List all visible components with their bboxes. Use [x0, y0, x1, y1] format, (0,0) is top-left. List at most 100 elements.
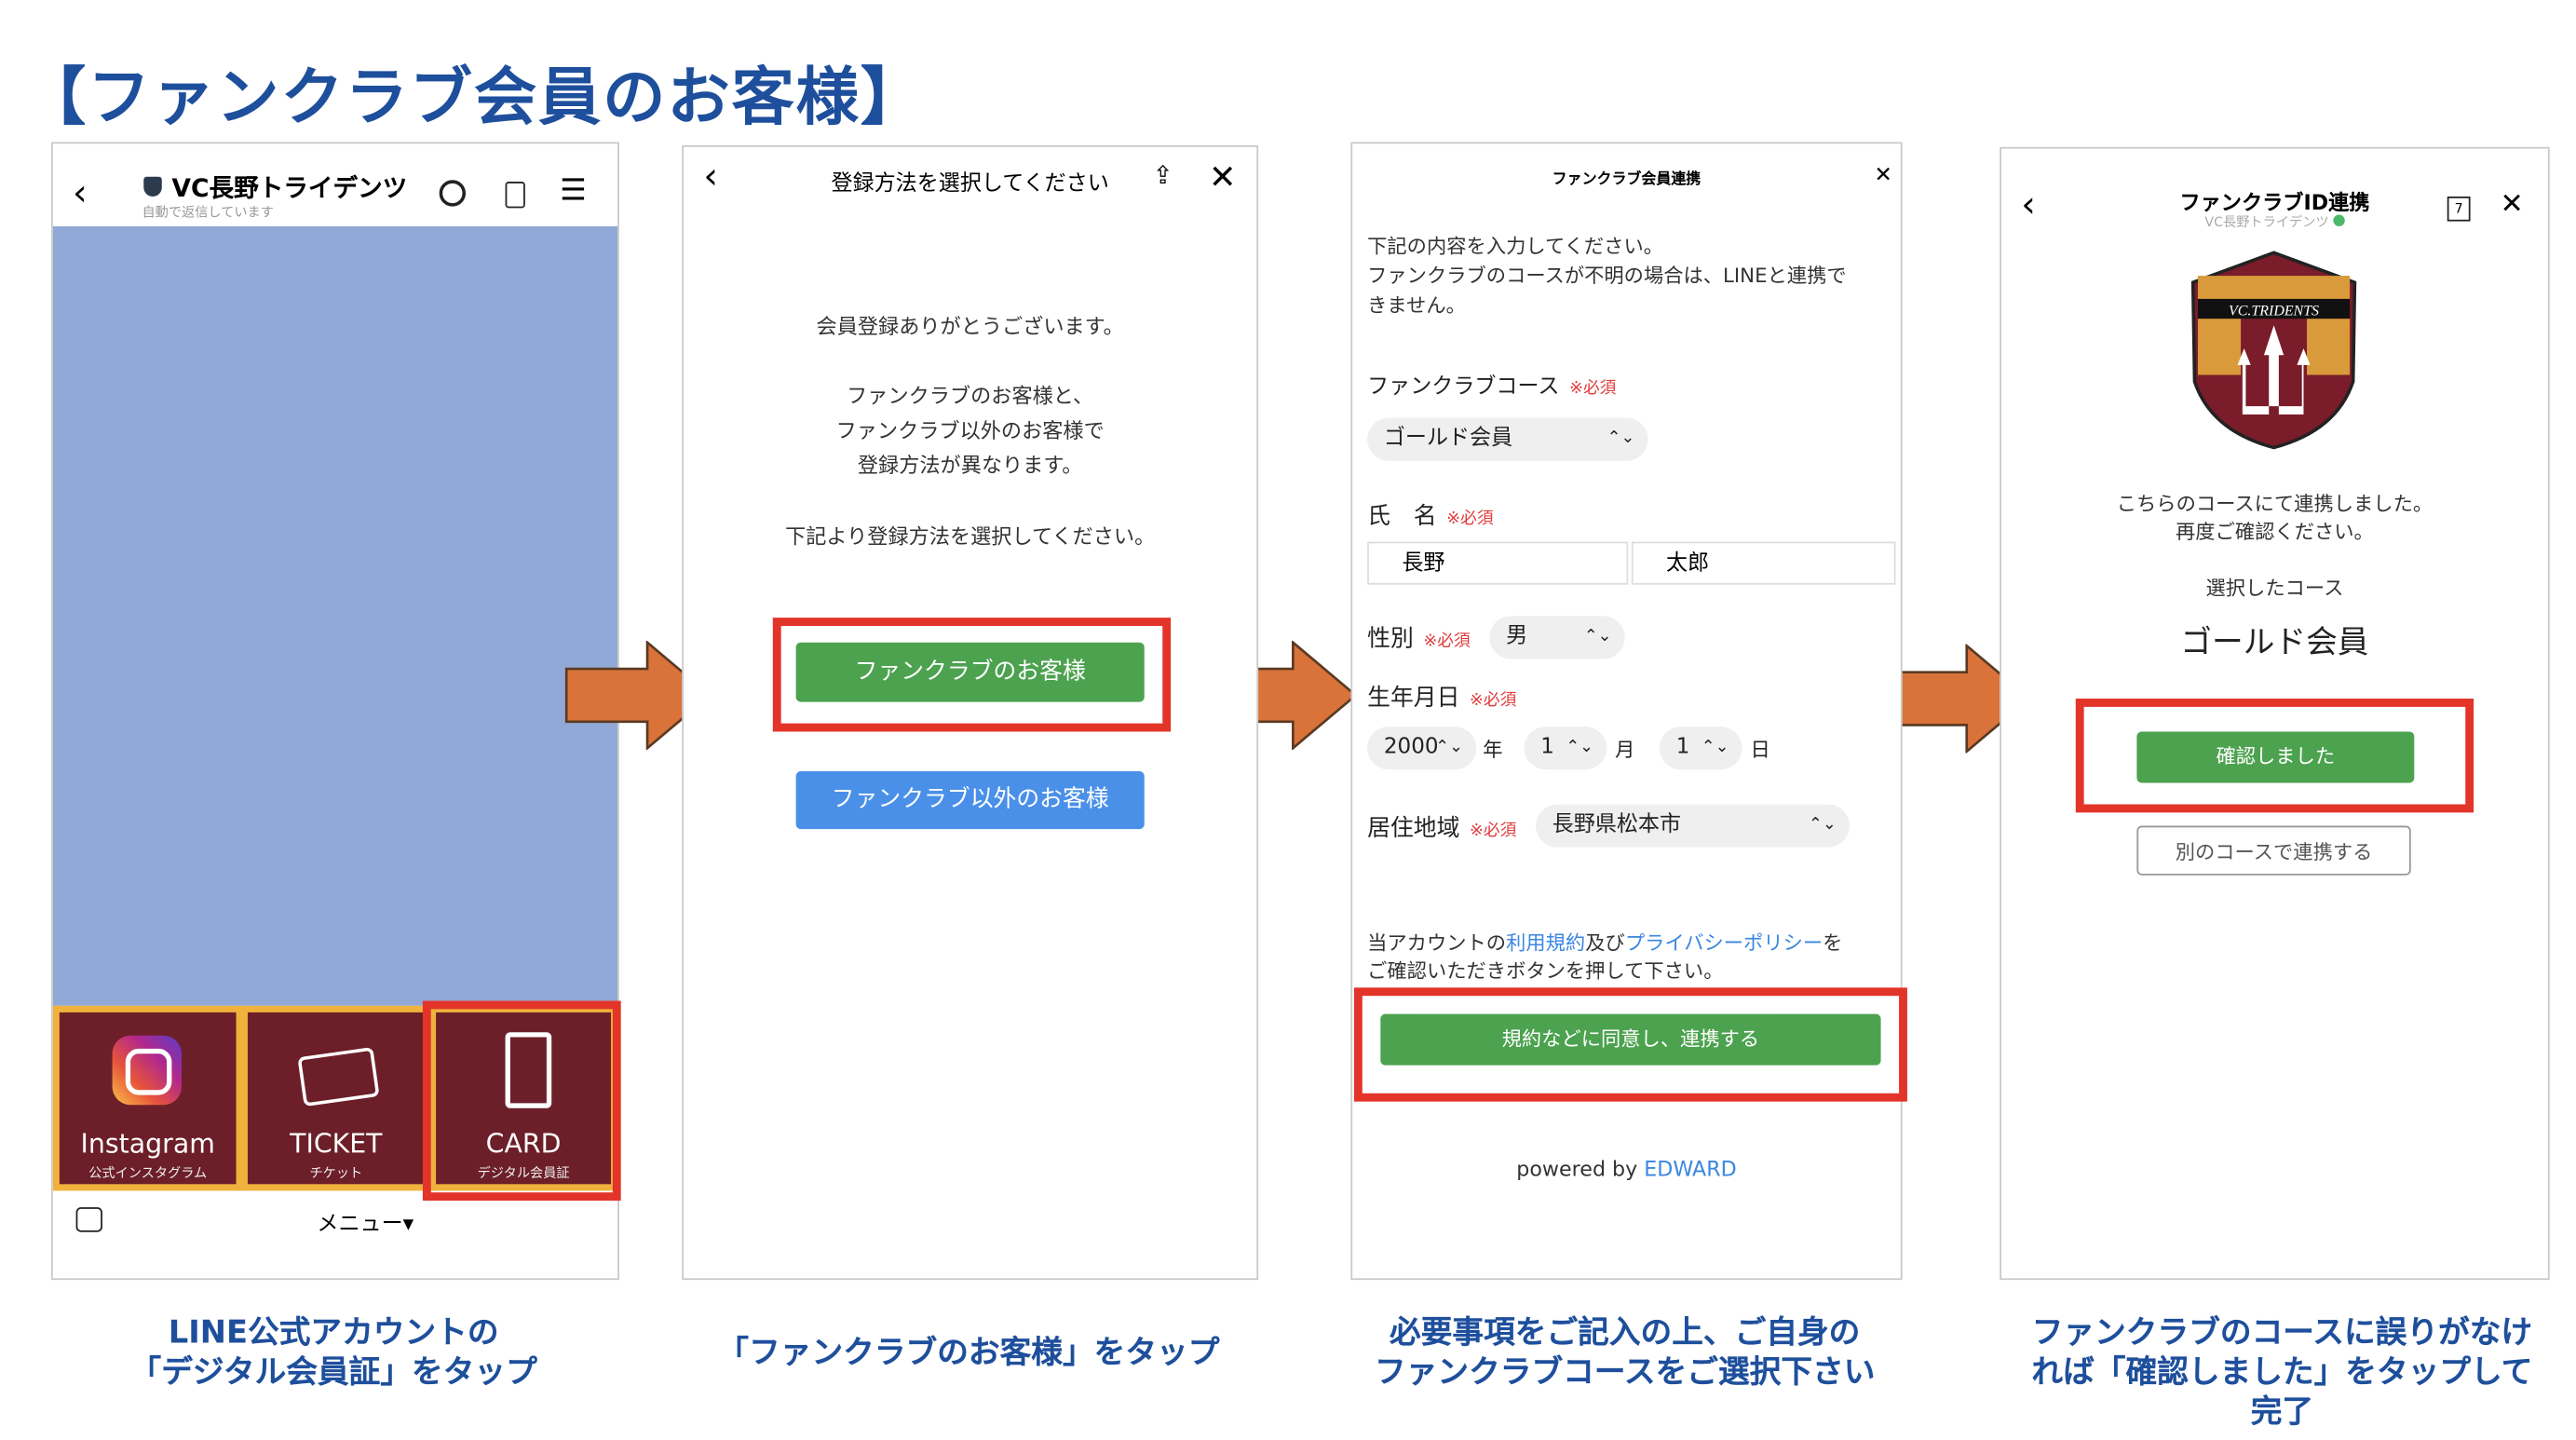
- birth-month-select[interactable]: 1 ⌃⌄: [1524, 727, 1607, 770]
- chevron-updown-icon: ⌃⌄: [1607, 429, 1635, 448]
- share-icon[interactable]: ⇪: [1152, 159, 1173, 190]
- confirm-button-highlight: [2075, 699, 2474, 813]
- name-label: 氏 名※必須: [1367, 498, 1493, 531]
- select-value: 男: [1506, 624, 1528, 649]
- agree-and-link-button[interactable]: 規約などに同意し、連携する: [1380, 1013, 1881, 1066]
- year-unit: 年: [1483, 738, 1503, 762]
- text: VC長野トライデンツ: [2204, 214, 2329, 230]
- birth-year-select[interactable]: 2000⌃⌄: [1367, 727, 1477, 770]
- close-icon[interactable]: ✕: [1208, 156, 1237, 197]
- message-line: こちらのコースにて連携しました。: [2116, 492, 2434, 516]
- header-title: ファンクラブID連携: [2179, 189, 2370, 215]
- chevron-updown-icon: ⌃⌄: [1566, 738, 1594, 757]
- select-value: ゴールド会員: [1383, 426, 1513, 452]
- last-name-input[interactable]: 長野: [1367, 541, 1629, 585]
- thanks-text: 会員登録ありがとうございます。: [816, 313, 1124, 339]
- info-line: ファンクラブのお客様と、: [847, 383, 1094, 408]
- birth-day-select[interactable]: 1 ⌃⌄: [1659, 727, 1742, 770]
- intro-line: ファンクラブのコースが不明の場合は、LINEと連携で: [1367, 264, 1847, 288]
- back-icon[interactable]: ‹: [703, 156, 718, 198]
- select-value: 1: [1675, 735, 1690, 760]
- step4-caption: ファンクラブのコースに誤りがなければ「確認しました」をタップして完了: [2000, 1313, 2564, 1433]
- step1-caption: LINE公式アカウントの「デジタル会員証」をタップ: [51, 1313, 616, 1392]
- gender-label: 性別※必須: [1367, 621, 1471, 654]
- tile-sublabel: チケット: [309, 1165, 363, 1181]
- card-tile[interactable]: CARD デジタル会員証: [436, 1012, 612, 1185]
- message-line: 再度ご確認ください。: [2176, 520, 2374, 544]
- confirm-button[interactable]: 確認しました: [2136, 731, 2415, 783]
- instruction-text: 下記より登録方法を選択してください。: [785, 523, 1156, 549]
- region-select[interactable]: 長野県松本市⌃⌄: [1535, 804, 1850, 848]
- month-unit: 月: [1615, 738, 1635, 762]
- shield-icon: [143, 176, 162, 197]
- menu-toggle[interactable]: メニュー▾: [317, 1212, 414, 1238]
- page-title: 【ファンクラブ会員のお客様】: [22, 61, 925, 134]
- text: 当アカウントの: [1367, 931, 1507, 955]
- non-member-button[interactable]: ファンクラブ以外のお客様: [795, 771, 1145, 830]
- header-title: ファンクラブ会員連携: [1552, 171, 1702, 189]
- chevron-updown-icon: ⌃⌄: [1701, 738, 1729, 757]
- caption-line: 「ファンクラブのお客様」をタップ: [717, 1334, 1220, 1371]
- required-mark: ※必須: [1470, 691, 1517, 711]
- close-icon[interactable]: ✕: [1874, 163, 1892, 189]
- day-unit: 日: [1750, 738, 1770, 762]
- account-name: VC長野トライデンツ: [171, 173, 408, 204]
- chevron-updown-icon: ⌃⌄: [1435, 738, 1463, 757]
- terms-text: 当アカウントの利用規約及びプライバシーポリシーを: [1367, 928, 1842, 956]
- keyboard-icon[interactable]: [75, 1207, 102, 1232]
- course-select[interactable]: ゴールド会員 ⌃⌄: [1367, 417, 1648, 461]
- caption-line: ファンクラブのコースに誤りがなけ: [2031, 1314, 2533, 1352]
- edward-link[interactable]: EDWARD: [1644, 1156, 1737, 1181]
- course-label: ファンクラブコース※必須: [1367, 368, 1616, 400]
- ticket-tile[interactable]: TICKET チケット: [247, 1012, 425, 1185]
- info-line: ファンクラブ以外のお客様で: [835, 417, 1105, 443]
- instagram-tile[interactable]: Instagram 公式インスタグラム: [59, 1012, 237, 1185]
- verified-badge-icon: [2333, 214, 2345, 226]
- required-mark: ※必須: [1423, 632, 1471, 651]
- logo-text: VC.TRIDENTS: [2229, 304, 2319, 319]
- text: powered by: [1516, 1156, 1645, 1181]
- arrow-right-icon: [564, 640, 712, 750]
- search-clock-icon[interactable]: [439, 180, 467, 207]
- back-icon[interactable]: ‹: [2021, 184, 2036, 226]
- back-icon[interactable]: ‹: [73, 173, 88, 215]
- text: を: [1823, 931, 1843, 955]
- caption-line: 完了: [2250, 1393, 2314, 1431]
- privacy-policy-link[interactable]: プライバシーポリシー: [1624, 931, 1824, 955]
- menu-icon[interactable]: ☰: [560, 173, 587, 209]
- other-course-button[interactable]: 別のコースで連携する: [2136, 825, 2411, 876]
- required-mark: ※必須: [1470, 822, 1517, 841]
- calendar-icon[interactable]: 7: [2447, 196, 2471, 222]
- tile-label: Instagram: [80, 1128, 215, 1160]
- ticket-icon: [297, 1047, 380, 1107]
- info-line: 登録方法が異なります。: [857, 452, 1083, 478]
- fanclub-button-highlight: [772, 618, 1172, 732]
- fanclub-member-button[interactable]: ファンクラブのお客様: [795, 642, 1145, 702]
- tile-sublabel: デジタル会員証: [477, 1165, 570, 1181]
- first-name-input[interactable]: 太郎: [1631, 541, 1896, 585]
- select-value: 長野県松本市: [1552, 812, 1682, 837]
- link-complete-screen: ‹ ファンクラブID連携 VC長野トライデンツ 7 ✕ VC.TRIDENTS …: [2000, 146, 2550, 1281]
- intro-line: 下記の内容を入力してください。: [1367, 234, 1664, 258]
- caption-line: れば「確認しました」をタップして: [2031, 1353, 2533, 1391]
- header-title: 登録方法を選択してください: [831, 171, 1109, 197]
- select-value: 1: [1540, 735, 1554, 760]
- label-text: 生年月日: [1367, 685, 1460, 713]
- terms-text-line2: ご確認いただきボタンを押して下さい。: [1367, 959, 1724, 983]
- label-text: ファンクラブコース: [1367, 374, 1560, 401]
- selected-course-label: 選択したコース: [2205, 576, 2344, 600]
- terms-link[interactable]: 利用規約: [1506, 931, 1586, 955]
- line-chat-screen: ‹ VC長野トライデンツ 自動で返信しています ☰ Instagram 公式イン…: [50, 142, 619, 1281]
- caption-line: LINE公式アカウントの: [168, 1314, 499, 1352]
- close-icon[interactable]: ✕: [2500, 188, 2524, 222]
- step3-caption: 必要事項をご記入の上、ご自身のファンクラブコースをご選択下さい: [1335, 1313, 1916, 1392]
- phone-in-hand-icon: [505, 1032, 552, 1108]
- powered-by: powered by EDWARD: [1352, 1156, 1901, 1181]
- notes-icon[interactable]: [505, 182, 525, 209]
- select-value: 2000: [1383, 735, 1439, 760]
- team-logo: VC.TRIDENTS: [2190, 251, 2357, 450]
- status-text: 自動で返信しています: [142, 204, 274, 220]
- gender-select[interactable]: 男⌃⌄: [1489, 616, 1625, 659]
- caption-line: ファンクラブコースをご選択下さい: [1375, 1353, 1876, 1391]
- tile-label: CARD: [485, 1128, 562, 1160]
